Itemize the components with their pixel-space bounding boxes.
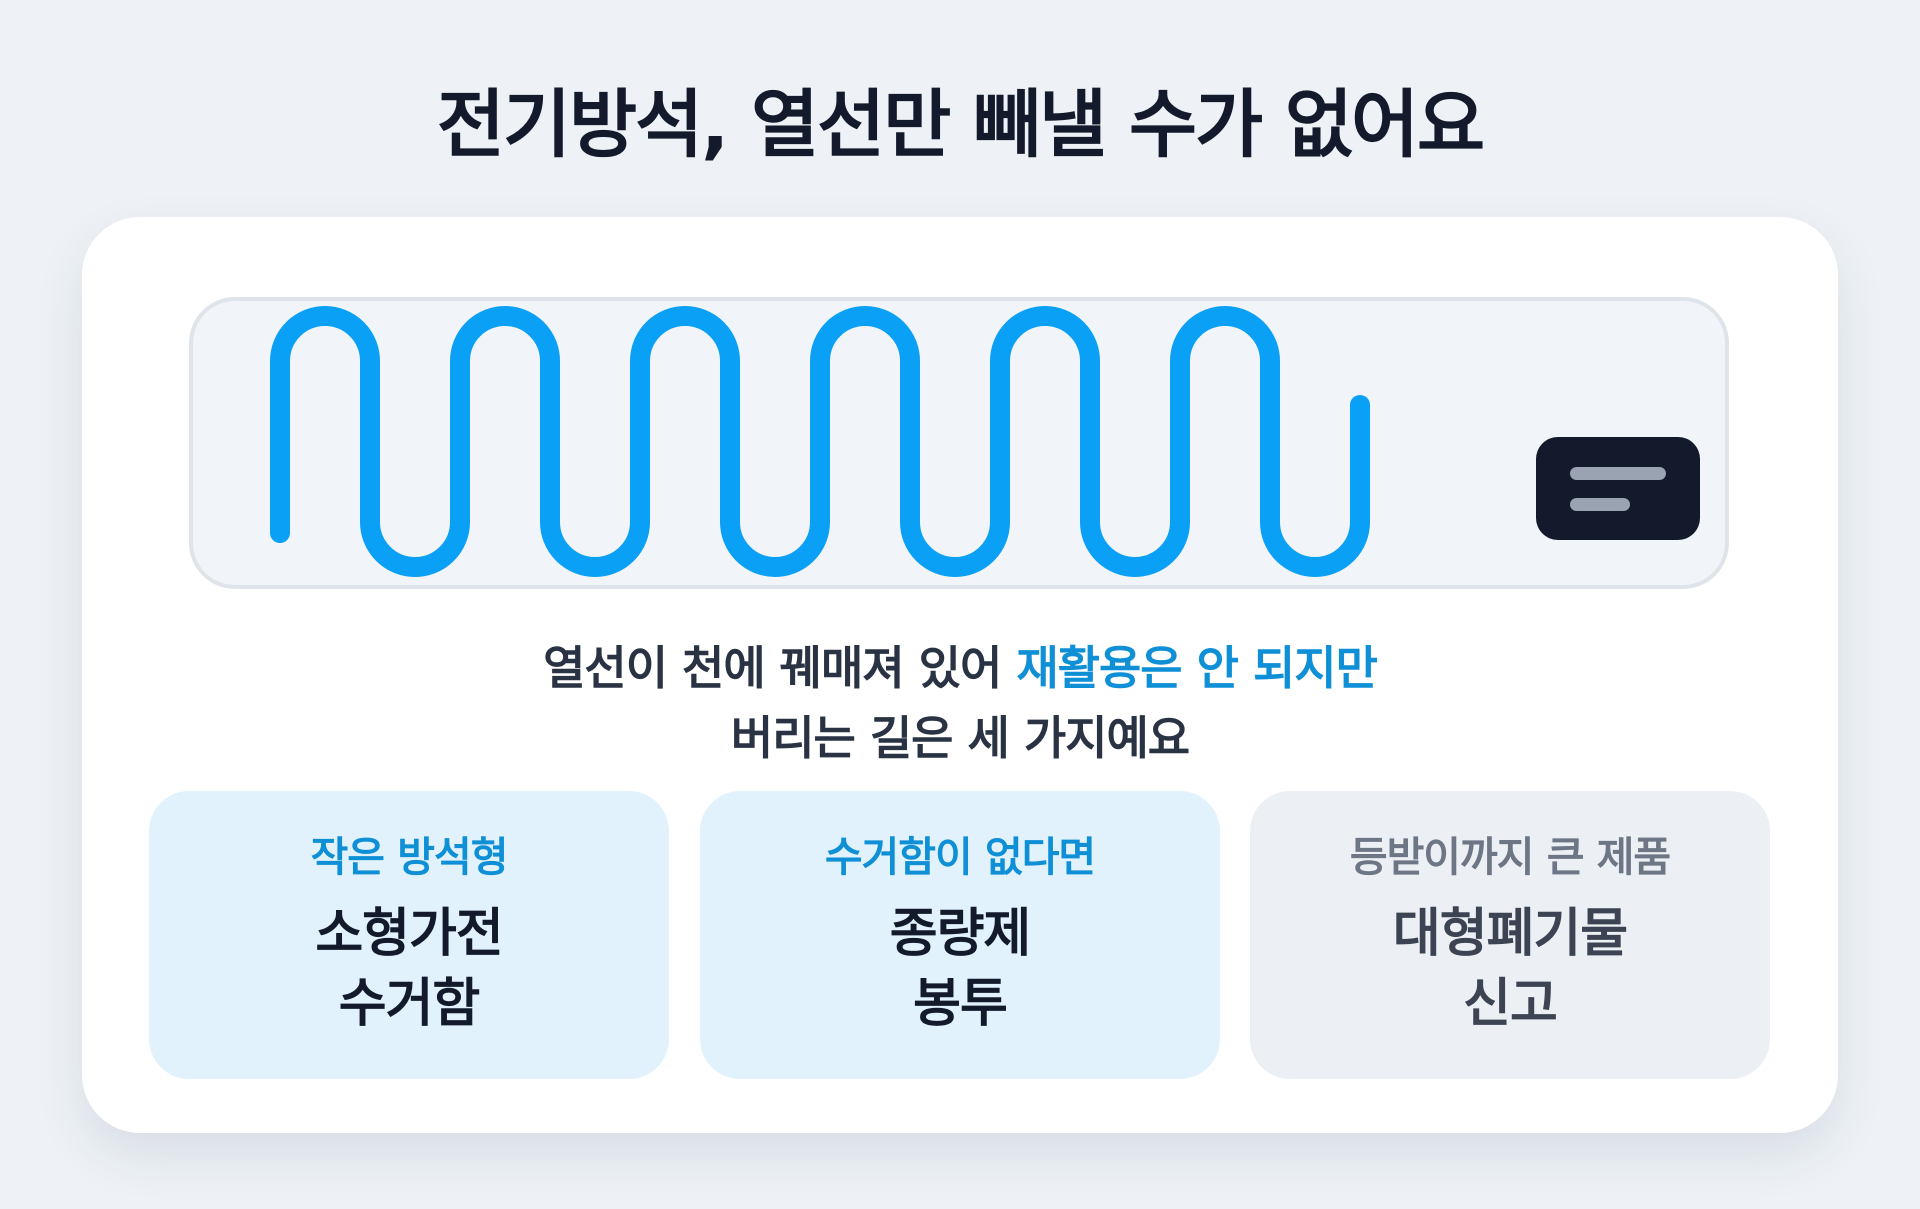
option-method-line: 소형가전 bbox=[315, 904, 503, 964]
option-method-line: 수거함 bbox=[338, 974, 481, 1034]
heating-wire-coil bbox=[270, 306, 1370, 577]
controller-icon bbox=[1536, 437, 1700, 540]
description-line-1: 열선이 천에 꿰매져 있어 재활용은 안 되지만 bbox=[82, 633, 1838, 703]
option-method: 소형가전 수거함 bbox=[149, 899, 669, 1039]
option-method-line: 대형폐기물 bbox=[1392, 904, 1628, 964]
option-large-waste: 등받이까지 큰 제품 대형폐기물 신고 bbox=[1250, 791, 1770, 1079]
page-title: 전기방석, 열선만 빼낼 수가 없어요 bbox=[436, 82, 1485, 168]
description-highlight: 재활용은 안 되지만 bbox=[1016, 641, 1378, 695]
option-method: 대형폐기물 신고 bbox=[1250, 899, 1770, 1039]
illustration-panel bbox=[189, 297, 1729, 589]
option-volume-bag: 수거함이 없다면 종량제 봉투 bbox=[700, 791, 1220, 1079]
description: 열선이 천에 꿰매져 있어 재활용은 안 되지만 버리는 길은 세 가지예요 bbox=[82, 633, 1838, 773]
option-method: 종량제 봉투 bbox=[700, 899, 1220, 1039]
option-small-appliance: 작은 방석형 소형가전 수거함 bbox=[149, 791, 669, 1079]
heating-wire-illustration bbox=[189, 297, 1729, 589]
option-category: 등받이까지 큰 제품 bbox=[1349, 833, 1671, 881]
description-text: 열선이 천에 꿰매져 있어 bbox=[543, 641, 1017, 695]
info-card: 열선이 천에 꿰매져 있어 재활용은 안 되지만 버리는 길은 세 가지예요 작… bbox=[82, 217, 1838, 1133]
option-category: 작은 방석형 bbox=[310, 833, 509, 881]
description-line-2: 버리는 길은 세 가지예요 bbox=[730, 711, 1190, 765]
option-category: 수거함이 없다면 bbox=[824, 833, 1096, 881]
option-method-line: 봉투 bbox=[913, 974, 1008, 1034]
option-method-line: 신고 bbox=[1463, 974, 1558, 1034]
option-method-line: 종량제 bbox=[889, 904, 1032, 964]
